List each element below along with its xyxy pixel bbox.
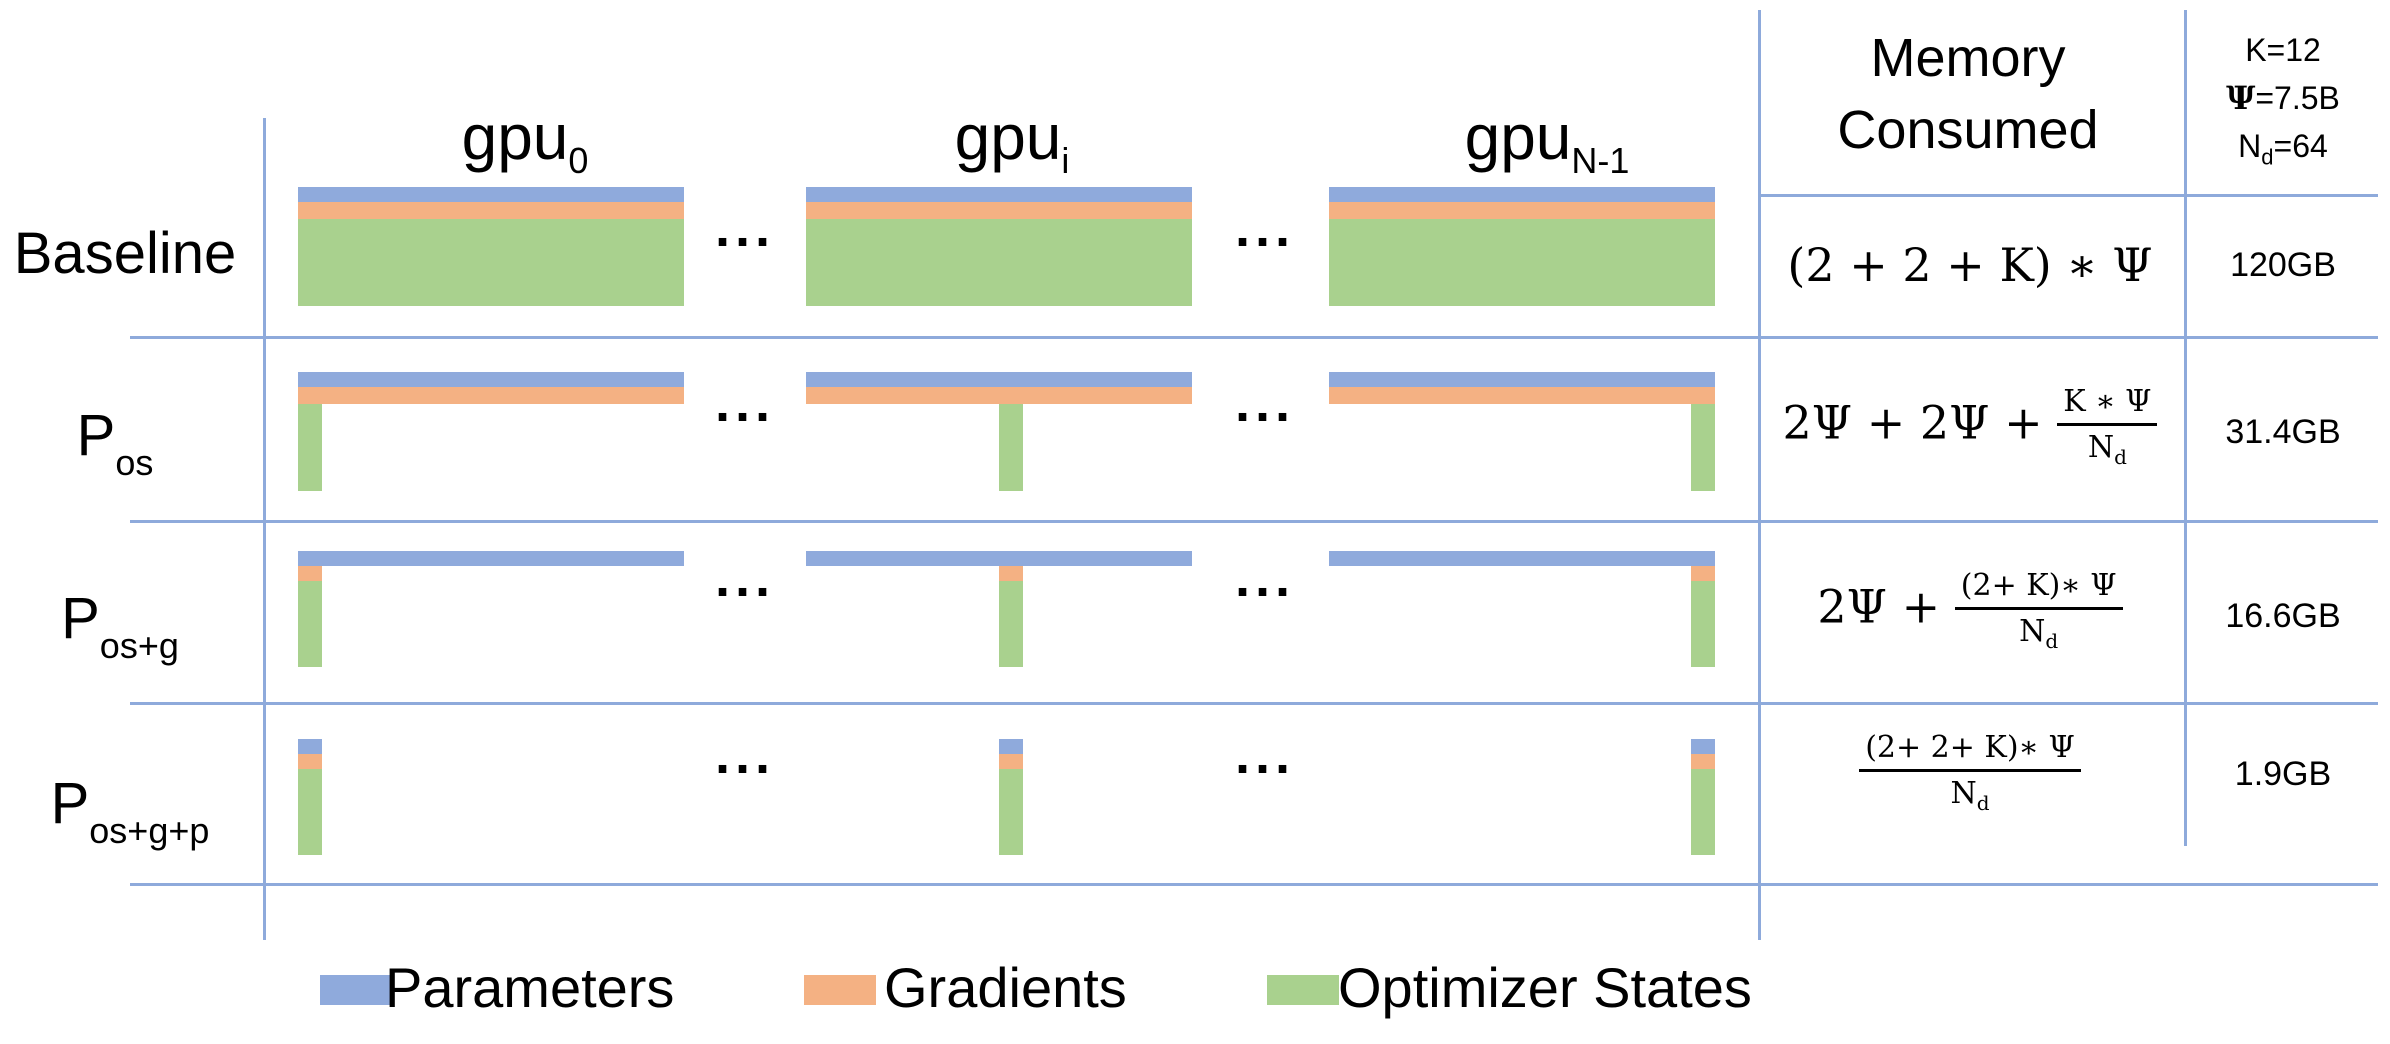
memory-value-pos: 31.4GB [2225, 413, 2341, 451]
optimizer-states-shard [1691, 404, 1715, 491]
legend-label-parameters: Parameters [385, 956, 675, 1019]
gradients-bar [1329, 387, 1715, 404]
optimizer-states-shard [1691, 769, 1715, 855]
gradients-bar [298, 202, 684, 219]
optimizer-states-shard [298, 404, 322, 491]
parameters-bar [298, 551, 684, 566]
parameter-settings: K=12 Ψ=7.5B Nd=64 [2226, 32, 2340, 170]
gradients-bar [1329, 202, 1715, 219]
parameters-bar [298, 187, 684, 202]
gradients-shard [298, 566, 322, 581]
optimizer-states-shard [999, 404, 1023, 491]
ellipsis: ··· [1235, 562, 1295, 622]
legend-label-optimizer-states: Optimizer States [1338, 956, 1752, 1019]
gradients-shard [999, 566, 1023, 581]
parameters-shard [298, 739, 322, 754]
optimizer-states-bar [298, 219, 684, 306]
gradients-bar [806, 387, 1192, 404]
optimizer-states-shard [1691, 581, 1715, 667]
optimizer-states-bar [806, 219, 1192, 306]
ellipsis: ··· [1235, 212, 1295, 272]
legend-label-gradients: Gradients [884, 956, 1127, 1019]
optimizer-states-shard [999, 769, 1023, 855]
row-label-pos-g: Pos+g [61, 586, 179, 666]
optimizer-states-shard [298, 769, 322, 855]
gradients-shard [999, 754, 1023, 769]
ellipsis: ··· [1235, 387, 1295, 447]
gpu-header-i: gpui [954, 101, 1070, 181]
gradients-bar [806, 202, 1192, 219]
row-divider-3 [130, 702, 2378, 705]
legend-swatch-optimizer-states [1267, 975, 1339, 1005]
gradients-shard [1691, 566, 1715, 581]
row-divider-1 [130, 336, 2378, 339]
optimizer-states-shard [298, 581, 322, 667]
formula-baseline: (2 + 2 + K) ∗ Ψ [1787, 238, 2153, 292]
ellipsis: ··· [1235, 739, 1295, 799]
parameters-bar [806, 372, 1192, 387]
optimizer-states-bar [1329, 219, 1715, 306]
row-label-pos-g-p: Pos+g+p [50, 771, 210, 851]
memory-consumed-header: Memory Consumed [1837, 28, 2099, 160]
parameters-shard [999, 739, 1023, 754]
row-label-pos: Pos [76, 403, 154, 483]
memory-value-baseline: 120GB [2230, 246, 2336, 284]
parameters-bar [1329, 551, 1715, 566]
legend-swatch-gradients [804, 975, 876, 1005]
parameters-bar [806, 551, 1192, 566]
ellipsis: ··· [715, 562, 775, 622]
ellipsis: ··· [715, 387, 775, 447]
gradients-shard [298, 754, 322, 769]
parameters-bar [1329, 372, 1715, 387]
parameters-bar [1329, 187, 1715, 202]
left-divider [263, 118, 266, 940]
gpu-header-0: gpu0 [461, 101, 589, 181]
row-label-baseline: Baseline [13, 221, 237, 286]
row-divider-4 [130, 883, 2378, 886]
gradients-bar [298, 387, 684, 404]
value-column-divider [2184, 10, 2187, 846]
memory-value-pos-g: 16.6GB [2225, 597, 2341, 635]
memory-value-pos-g-p: 1.9GB [2234, 755, 2332, 793]
parameters-shard [1691, 739, 1715, 754]
parameters-bar [298, 372, 684, 387]
optimizer-states-shard [999, 581, 1023, 667]
legend-swatch-parameters [320, 975, 392, 1005]
gpu-header-n-1: gpuN-1 [1464, 101, 1630, 181]
row-divider-2 [130, 520, 2378, 523]
memory-column-divider [1758, 10, 1761, 940]
gradients-shard [1691, 754, 1715, 769]
ellipsis: ··· [715, 739, 775, 799]
parameters-bar [806, 187, 1192, 202]
header-divider [1758, 194, 2378, 197]
ellipsis: ··· [715, 212, 775, 272]
